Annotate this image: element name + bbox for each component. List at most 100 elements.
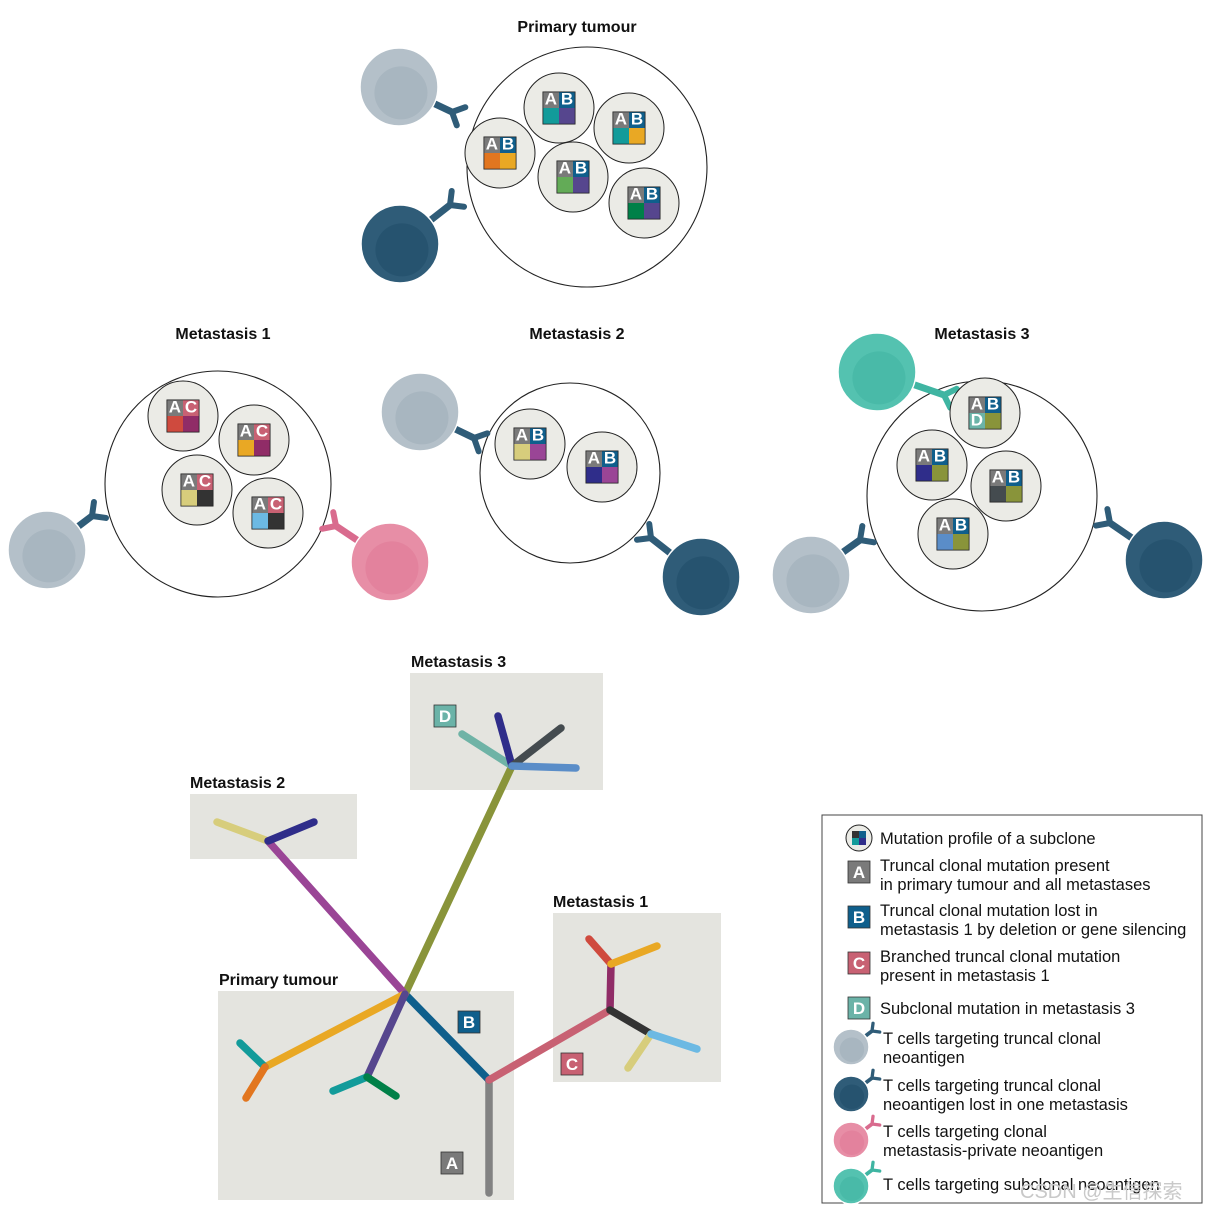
legend-item-text: Truncal clonal mutation present — [880, 857, 1110, 875]
branch-teal-1 — [236, 1039, 269, 1071]
receptor-fork — [633, 520, 654, 543]
mutation-b-square — [985, 396, 1002, 413]
mutation-b-square — [559, 91, 576, 108]
mutation-c-square — [183, 399, 200, 416]
mutation-b-square — [932, 448, 949, 465]
mutation-b-label: B — [502, 134, 514, 153]
branch-charcoal-m1 — [606, 1006, 655, 1038]
mutation-a-square — [968, 396, 985, 413]
mutation-a-label: A — [939, 515, 951, 534]
branch-orange — [242, 1063, 269, 1102]
subclone-colour-right — [268, 513, 285, 530]
subclone-colour-left — [180, 490, 197, 507]
tcell-subclonal-icon — [837, 332, 960, 412]
badge-letter: A — [853, 863, 865, 882]
metastasis-2-title: Metastasis 2 — [529, 326, 624, 343]
branch-primary-amber — [261, 990, 409, 1071]
branch-navy-m2 — [264, 818, 318, 845]
mutation-c-label: C — [185, 397, 197, 416]
legend-item-text: metastasis 1 by deletion or gene silenci… — [880, 921, 1186, 939]
branch-skyblue-m1 — [647, 1030, 701, 1053]
mutation-a-square — [251, 496, 268, 513]
mutation-a-square — [627, 186, 644, 203]
mutation-b-label: B — [955, 515, 967, 534]
tcell-truncal-icon — [771, 523, 877, 615]
subclone-colour-left — [915, 465, 932, 482]
legend-item-text: in primary tumour and all metastases — [880, 876, 1151, 894]
subclone-frame — [612, 111, 646, 145]
tcell-nucleus — [395, 391, 449, 445]
mutation-a-square — [542, 91, 559, 108]
subclone-colour-right — [602, 467, 619, 484]
tcell-nucleus — [839, 1084, 865, 1109]
subclone-colour-right — [254, 440, 271, 457]
branch-sage-m3 — [458, 730, 516, 770]
mutation-b-label: B — [575, 158, 587, 177]
tcell-nucleus — [374, 66, 428, 120]
branch-amber-m1 — [607, 942, 661, 968]
mutation-b-square — [629, 111, 646, 128]
legend-profile-q4 — [859, 838, 866, 845]
mutation-c-square — [254, 423, 271, 440]
mutation-a-label: A — [545, 89, 557, 108]
subclone-frame — [989, 469, 1023, 503]
mutation-a-label: A — [486, 134, 498, 153]
mutation-a-square — [166, 399, 183, 416]
subclone-colour-right — [932, 465, 949, 482]
badge-letter: A — [446, 1154, 458, 1173]
tree-label-metastasis-2: Metastasis 2 — [190, 775, 285, 792]
legend-item-text: Truncal clonal mutation lost in — [880, 902, 1098, 920]
legend-badge-b: B — [847, 905, 871, 929]
mutation-b-label: B — [561, 89, 573, 108]
mutation-a-square — [237, 423, 254, 440]
branch-magenta-m1 — [606, 960, 615, 1014]
primary-tumour-title: Primary tumour — [517, 19, 636, 36]
subclone-colour-right — [985, 413, 1002, 430]
tcell-subclonal-icon — [832, 1160, 882, 1205]
subclone-frame — [936, 517, 970, 551]
tcell-nucleus — [676, 556, 730, 610]
subclone-colour-right — [183, 416, 200, 433]
mutation-a-label: A — [240, 421, 252, 440]
receptor-fork — [857, 523, 877, 546]
tcell-nucleus — [839, 1037, 865, 1062]
subclone-frame — [968, 396, 1002, 430]
legend-item-text: neoantigen lost in one metastasis — [883, 1096, 1128, 1114]
legend-box — [821, 814, 1203, 1204]
receptor-fork — [870, 1160, 882, 1173]
receptor-fork — [1093, 506, 1113, 529]
subclone-frame — [556, 160, 590, 194]
mutation-b-square — [1006, 469, 1023, 486]
subclone-colour-right — [953, 534, 970, 551]
badge-letter: C — [566, 1055, 578, 1074]
mutation-a-square — [513, 427, 530, 444]
subclone-colour-right — [500, 153, 517, 170]
mutation-a-label: A — [169, 397, 181, 416]
metastasis-3-title: Metastasis 3 — [934, 326, 1029, 343]
mutation-a-label: A — [516, 425, 528, 444]
branch-navy-m3 — [494, 712, 516, 770]
branch-teal-2 — [329, 1073, 371, 1095]
subclone-colour-left — [612, 128, 629, 145]
tcell-lost-icon — [360, 187, 468, 284]
subclone-frame — [585, 450, 619, 484]
mutation-c-label: C — [256, 421, 268, 440]
tcell-nucleus — [22, 529, 76, 583]
branch-metastasis-2 — [264, 837, 409, 998]
tcell-truncal-icon — [359, 47, 469, 129]
subclone-frame — [542, 91, 576, 125]
legend-profile-q3 — [852, 838, 859, 845]
subclone-colour-right — [1006, 486, 1023, 503]
mutation-b-label: B — [604, 448, 616, 467]
mutation-a-square — [936, 517, 953, 534]
tcell-nucleus — [786, 554, 840, 608]
mutation-d-label: D — [971, 411, 983, 430]
mutation-c-label: C — [199, 471, 211, 490]
subclone-colour-right — [573, 177, 590, 194]
tree-badge-b: B — [457, 1010, 481, 1034]
